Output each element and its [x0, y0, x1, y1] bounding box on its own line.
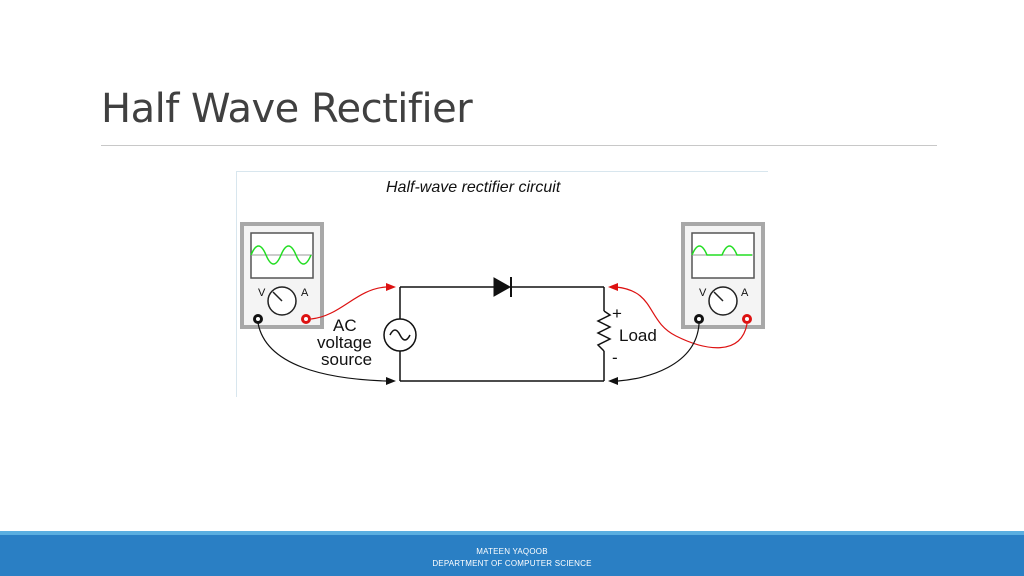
left-black-probe-lead	[257, 322, 387, 382]
left-red-terminal-hole	[304, 317, 308, 321]
left-meter-v-label: V	[258, 287, 266, 299]
circuit-wires	[399, 286, 605, 382]
footer-bar	[0, 535, 1024, 576]
diode-symbol	[493, 277, 512, 297]
left-meter-a-label: A	[301, 287, 309, 299]
diagram-title: Half-wave rectifier circuit	[386, 179, 561, 196]
left-sine-waveform	[250, 245, 312, 265]
ac-label: AC	[333, 316, 357, 335]
slide-title: Half Wave Rectifier	[101, 86, 473, 132]
load-label: Load	[619, 326, 657, 345]
title-divider	[101, 145, 937, 146]
footer-author: MATEEN YAQOOB	[476, 547, 548, 556]
ac-source-sine-icon	[389, 329, 411, 341]
voltage-label: voltage	[317, 333, 372, 352]
right-black-probe-lead	[617, 323, 700, 382]
right-black-probe-arrow	[608, 377, 618, 385]
right-black-terminal-hole	[697, 317, 701, 321]
load-plus-sign: +	[612, 304, 622, 323]
circuit-diagram: Half-wave rectifier circuit V A V A	[236, 171, 768, 397]
ac-source-symbol	[383, 318, 417, 352]
right-red-probe-arrow	[608, 283, 618, 291]
right-meter-v-label: V	[699, 287, 707, 299]
source-label: source	[321, 350, 372, 369]
circuit-svg: Half-wave rectifier circuit V A V A	[236, 171, 768, 397]
right-meter: V A	[681, 222, 765, 329]
left-black-terminal-hole	[256, 317, 260, 321]
right-red-terminal-hole	[745, 317, 749, 321]
right-red-probe-lead	[615, 286, 748, 349]
left-meter: V A	[240, 222, 324, 329]
right-meter-needle	[713, 291, 724, 302]
load-minus-sign: -	[612, 348, 618, 367]
load-resistor-symbol	[596, 310, 612, 352]
left-red-probe-lead	[310, 286, 387, 320]
left-black-probe-arrow	[386, 377, 396, 385]
left-meter-needle	[272, 291, 283, 302]
right-halfwave-waveform	[691, 245, 752, 256]
footer-department: DEPARTMENT OF COMPUTER SCIENCE	[432, 559, 592, 568]
right-meter-a-label: A	[741, 287, 749, 299]
diode-triangle	[493, 277, 512, 297]
left-red-probe-arrow	[386, 283, 396, 291]
footer-accent-line	[0, 531, 1024, 535]
